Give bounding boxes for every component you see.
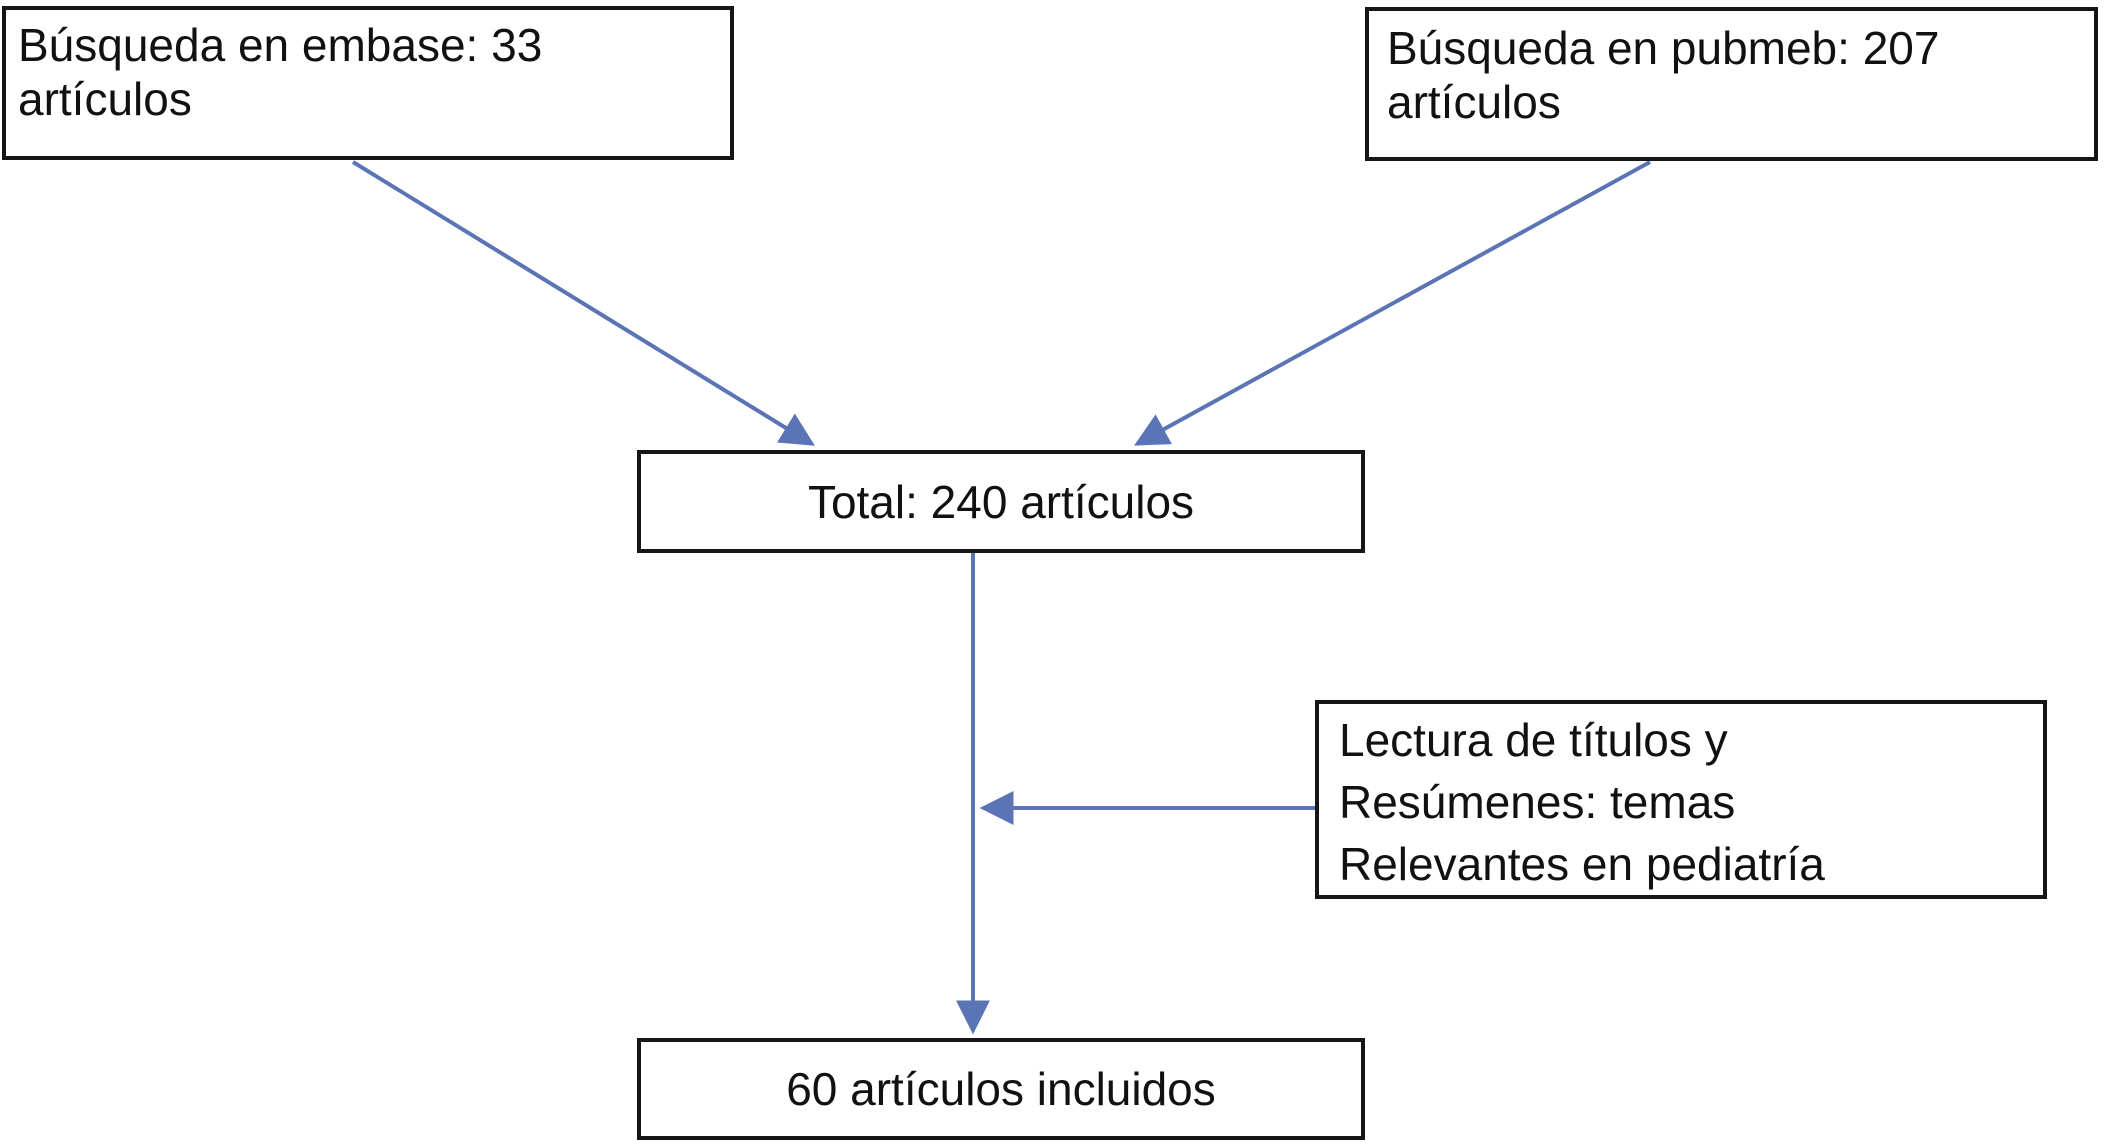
node-embase-line1: Búsqueda en embase: 33 [18,19,543,71]
node-embase-search: Búsqueda en embase: 33 artículos [2,6,734,160]
node-pubmed-line2: artículos [1387,76,1561,128]
node-included-articles: 60 artículos incluidos [637,1038,1365,1140]
node-filter-line1: Lectura de títulos y [1339,714,1728,766]
node-included-label: 60 artículos incluidos [786,1063,1216,1115]
arrow-embase-to-total [351,160,815,446]
node-title-abstract-screening: Lectura de títulos y Resúmenes: temas Re… [1315,700,2047,899]
node-filter-line2: Resúmenes: temas [1339,776,1736,828]
node-pubmed-line1: Búsqueda en pubmeb: 207 [1387,22,1940,74]
node-pubmed-search: Búsqueda en pubmeb: 207 artículos [1365,7,2098,161]
arrow-pubmed-to-total [1134,160,1651,446]
node-embase-line2: artículos [18,73,192,125]
node-total-articles: Total: 240 artículos [637,450,1365,553]
node-total-label: Total: 240 artículos [807,475,1195,528]
node-filter-line3: Relevantes en pediatría [1339,838,1825,890]
